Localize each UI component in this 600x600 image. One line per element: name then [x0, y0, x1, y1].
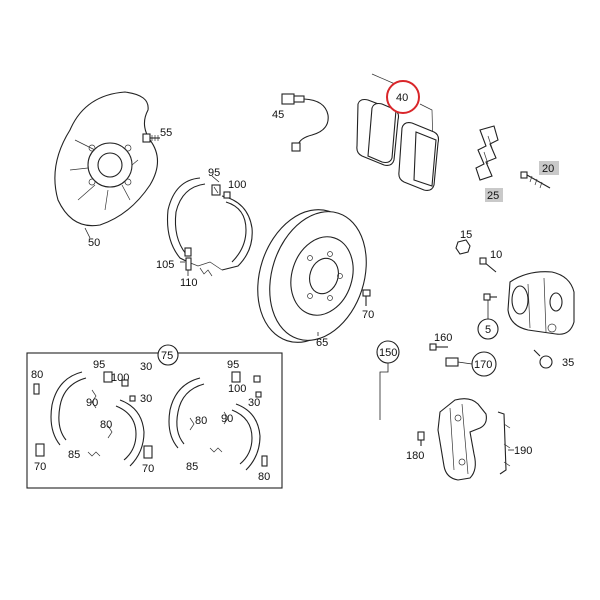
kit-spring-85-right[interactable]	[209, 447, 223, 453]
screw-70-part[interactable]	[362, 289, 371, 306]
label-25: 25	[487, 190, 499, 202]
parking-brake-kit-box	[26, 352, 283, 489]
kit-pin-30-right[interactable]	[255, 391, 262, 398]
guide-pin-20-part[interactable]	[520, 171, 551, 189]
brake-disc-part[interactable]	[241, 196, 382, 355]
label-50: 50	[88, 237, 100, 249]
kit-adjuster-95-right[interactable]	[231, 371, 241, 383]
label-80-left-top: 80	[31, 369, 43, 381]
label-30-left-b: 30	[140, 393, 152, 405]
kit-cup-70-left[interactable]	[35, 443, 45, 457]
parking-brake-shoe-part[interactable]	[166, 177, 253, 277]
label-95-top: 95	[208, 167, 220, 179]
caliper-part[interactable]	[507, 271, 575, 335]
pad-callout-40[interactable]: 40	[386, 80, 420, 114]
label-70-left: 70	[34, 461, 46, 473]
label-85-left: 85	[68, 449, 80, 461]
kit-shoe-right[interactable]	[168, 377, 261, 471]
adjuster-95-part[interactable]	[211, 184, 221, 196]
label-170: 170	[474, 359, 492, 371]
label-160: 160	[434, 332, 452, 344]
kit-pin-30-left[interactable]	[121, 379, 136, 402]
label-100-right: 100	[228, 383, 246, 395]
label-110: 110	[180, 277, 198, 289]
label-35: 35	[562, 357, 574, 369]
kit-spring-80-left[interactable]	[33, 383, 40, 395]
label-45: 45	[272, 109, 284, 121]
kit-spring-85-left[interactable]	[87, 451, 101, 457]
cap-15-part[interactable]	[455, 239, 471, 255]
kit-cup-70-center[interactable]	[143, 445, 153, 459]
kit-shoe-left[interactable]	[50, 371, 145, 467]
label-55: 55	[160, 127, 172, 139]
spring-110-part[interactable]	[185, 257, 192, 271]
label-40: 40	[396, 92, 408, 104]
wear-sensor-part[interactable]	[281, 93, 329, 152]
label-80-right-bottom: 80	[258, 471, 270, 483]
label-100-top: 100	[228, 179, 246, 191]
label-75: 75	[161, 350, 173, 362]
pin-100-part[interactable]	[223, 191, 231, 199]
label-80-left-mid: 80	[100, 419, 112, 431]
label-85-right: 85	[186, 461, 198, 473]
label-90-left: 90	[86, 397, 98, 409]
bleeder-10-part[interactable]	[479, 257, 497, 273]
label-5: 5	[485, 324, 491, 336]
kit-spring-80-right[interactable]	[261, 455, 268, 467]
label-20: 20	[542, 163, 554, 175]
label-65: 65	[316, 337, 328, 349]
bolt-180-part[interactable]	[417, 431, 425, 446]
bolt-160-part[interactable]	[429, 343, 448, 351]
label-95-left: 95	[93, 359, 105, 371]
kit-clip-80-right-mid[interactable]	[189, 417, 195, 431]
dust-shield-part[interactable]	[54, 91, 159, 227]
label-105: 105	[156, 259, 174, 271]
kit-adjuster-95-left[interactable]	[103, 371, 113, 383]
kit-clip-80-left-mid[interactable]	[107, 425, 113, 439]
label-15: 15	[460, 229, 472, 241]
bolt-55-part[interactable]	[142, 133, 160, 143]
label-30-right: 30	[248, 397, 260, 409]
kit-pin-100-right[interactable]	[253, 375, 261, 383]
anti-rattle-clip-part[interactable]	[475, 125, 499, 181]
label-90-right: 90	[221, 413, 233, 425]
label-150: 150	[379, 347, 397, 359]
kit-spring-90-right[interactable]	[223, 411, 229, 425]
label-10: 10	[490, 249, 502, 261]
label-30-left-a: 30	[140, 361, 152, 373]
guide-spring-190-part[interactable]	[497, 411, 511, 475]
label-70-disc: 70	[362, 309, 374, 321]
label-70-center: 70	[142, 463, 154, 475]
label-190: 190	[514, 445, 532, 457]
brake-pads-part[interactable]	[356, 73, 440, 191]
sleeve-170-part[interactable]	[445, 357, 459, 367]
kit-spring-90-left[interactable]	[91, 389, 97, 409]
label-180: 180	[406, 450, 424, 462]
bolt-5-part[interactable]	[483, 293, 497, 301]
label-80-right-mid: 80	[195, 415, 207, 427]
spanner-35-part[interactable]	[533, 349, 553, 369]
label-95-right: 95	[227, 359, 239, 371]
carrier-bracket-part[interactable]	[437, 398, 487, 481]
